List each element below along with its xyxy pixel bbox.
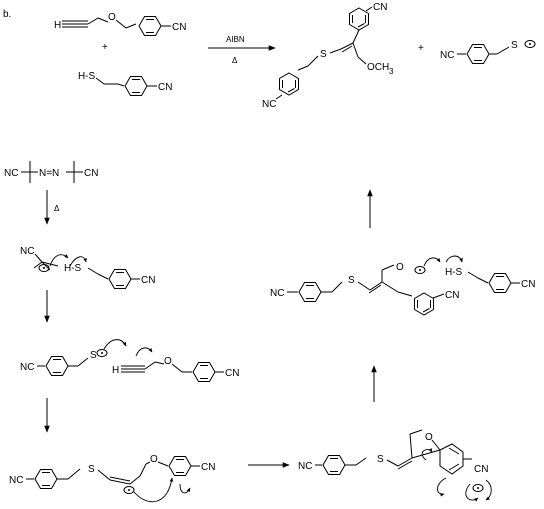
atom-o: O (425, 432, 433, 443)
atom-o: O (396, 262, 404, 273)
atom-s: S (88, 464, 95, 475)
vinyl-radical-intermediate: NC S O CN (9, 454, 215, 503)
cyano-group: NC (270, 288, 284, 299)
thiol-reactant: H-S CN (78, 71, 172, 96)
thiol-hs: H-S (445, 267, 463, 278)
cyano-group: CN (84, 168, 98, 179)
radical-electron (38, 264, 50, 272)
plus-sign: + (418, 43, 424, 54)
radical-electron (524, 40, 536, 48)
radical-electron (472, 484, 484, 492)
cyano-group: NC (440, 50, 454, 61)
thiol-hs: H-S (64, 263, 82, 274)
spiro-radical-intermediate: NC S O CN (298, 429, 492, 502)
atom-s: S (511, 40, 518, 51)
cyano-group: NC (9, 475, 23, 486)
cyano-group: CN (445, 290, 459, 301)
heat-symbol: Δ (54, 204, 60, 213)
atom-s: S (377, 454, 384, 465)
methoxy-subscript: 3 (389, 67, 394, 76)
radical-electron (123, 486, 135, 494)
thiol-hs: H-S (78, 71, 96, 82)
radical-electron (414, 266, 426, 274)
radical-electron (96, 349, 108, 357)
chain-propagation-step: NC S O H-S CN CN (270, 255, 535, 316)
cyano-group: CN (373, 2, 387, 13)
atom-o: O (164, 356, 172, 367)
azo-linkage: N=N (39, 168, 59, 179)
vinyl-sulfide-product: CN S OCH 3 NC (262, 2, 394, 110)
hydrogen-abstraction-step: NC H-S CN (20, 246, 155, 289)
panel-label: b. (3, 9, 11, 20)
atom-h: H (112, 365, 119, 376)
cyano-group: CN (474, 464, 488, 475)
cyano-group: CN (201, 462, 215, 473)
atom-o: O (150, 454, 158, 465)
cyano-group: CN (521, 279, 535, 290)
thiyl-addition-step: NC S H O CN (20, 339, 239, 382)
plus-sign: + (102, 42, 108, 53)
cyano-group: CN (172, 22, 186, 33)
cyano-group: CN (158, 82, 172, 93)
thiyl-radical-product: NC S (440, 40, 536, 64)
atom-s: S (348, 275, 355, 286)
atom-h: H (54, 20, 61, 31)
cyano-group: NC (262, 99, 276, 110)
heat-symbol: Δ (232, 56, 238, 65)
cyano-group: CN (141, 275, 155, 286)
propargyl-ether-reactant: H O CN (54, 12, 186, 36)
atom-s: S (90, 350, 97, 361)
cyano-group: NC (298, 461, 312, 472)
atom-o: O (108, 12, 116, 23)
cyano-group: CN (225, 368, 239, 379)
cyano-group: NC (20, 362, 34, 373)
methoxy-group: OCH (367, 62, 389, 73)
cyano-group: NC (20, 246, 34, 257)
aibn-structure: NC N=N CN (4, 161, 98, 183)
cyano-group: NC (4, 168, 18, 179)
atom-s: S (320, 49, 327, 60)
reagent-aibn: AIBN (226, 35, 245, 44)
